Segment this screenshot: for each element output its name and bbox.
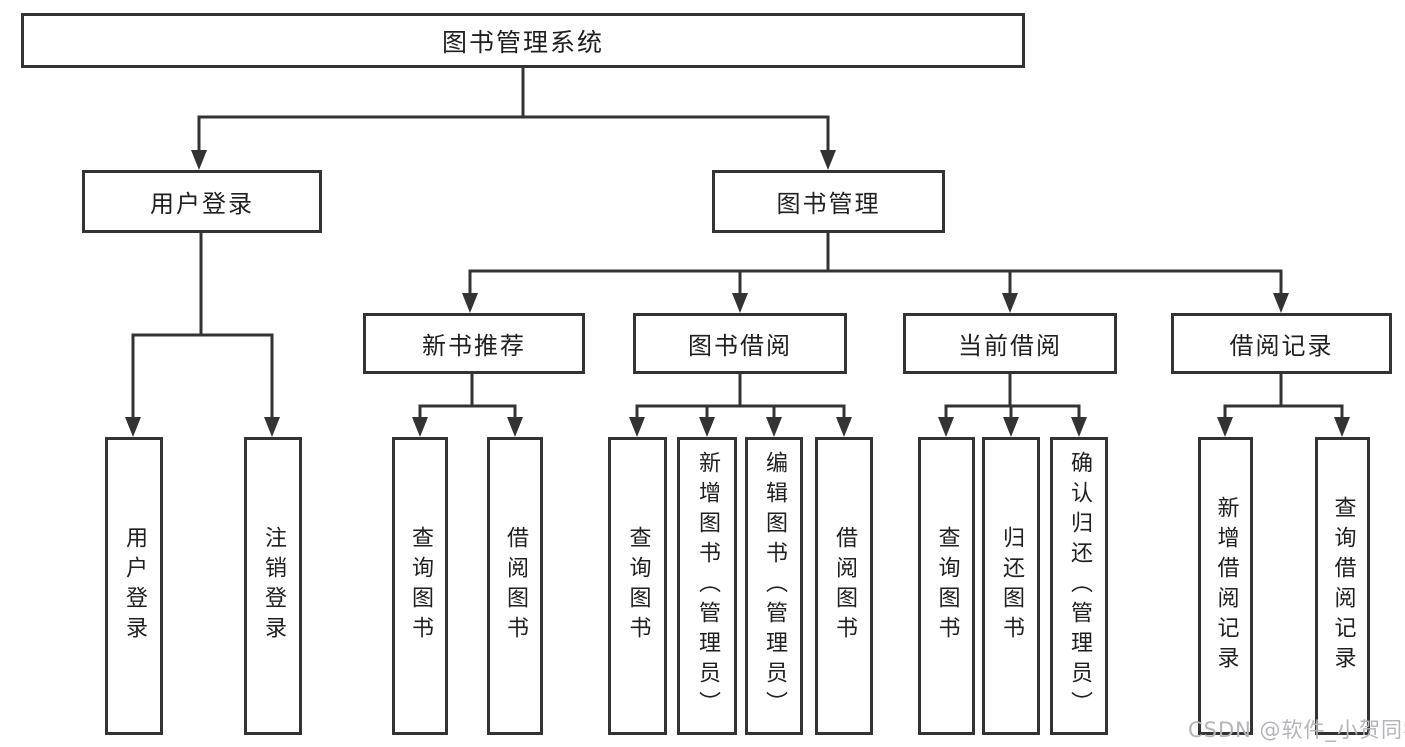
leaf-confirm-return-admin: 确认归还（管理员） bbox=[1050, 437, 1108, 735]
leaf-borrow-query-books-label: 查询图书 bbox=[625, 526, 651, 646]
leaf-return-books: 归还图书 bbox=[982, 437, 1040, 735]
leaf-user-login: 用户登录 bbox=[105, 437, 163, 735]
node-new-book-recommend-label: 新书推荐 bbox=[422, 332, 526, 360]
leaf-add-books-admin: 新增图书（管理员） bbox=[677, 437, 737, 735]
leaf-edit-books-admin: 编辑图书（管理员） bbox=[745, 437, 803, 735]
leaf-newbook-query-books: 查询图书 bbox=[392, 437, 448, 735]
node-borrow-records: 借阅记录 bbox=[1171, 313, 1392, 374]
leaf-logout-label: 注销登录 bbox=[261, 526, 286, 646]
node-root-label: 图书管理系统 bbox=[441, 27, 604, 57]
leaf-newbook-query-books-label: 查询图书 bbox=[408, 526, 433, 646]
leaf-add-borrow-record: 新增借阅记录 bbox=[1198, 437, 1253, 735]
leaf-newbook-borrow-books: 借阅图书 bbox=[487, 437, 543, 735]
leaf-add-borrow-record-label: 新增借阅记录 bbox=[1213, 496, 1239, 676]
node-book-management: 图书管理 bbox=[712, 170, 945, 233]
node-book-management-label: 图书管理 bbox=[776, 190, 881, 218]
leaf-borrow-query-books: 查询图书 bbox=[608, 437, 667, 735]
leaf-current-query-books: 查询图书 bbox=[918, 437, 975, 735]
node-book-borrow: 图书借阅 bbox=[633, 313, 847, 374]
leaf-borrow-books-label: 借阅图书 bbox=[832, 526, 857, 646]
node-borrow-records-label: 借阅记录 bbox=[1229, 332, 1334, 360]
leaf-confirm-return-admin-label: 确认归还（管理员） bbox=[1067, 451, 1092, 721]
node-new-book-recommend: 新书推荐 bbox=[363, 313, 585, 374]
leaf-newbook-borrow-books-label: 借阅图书 bbox=[503, 526, 528, 646]
node-root: 图书管理系统 bbox=[21, 13, 1025, 68]
leaf-user-login-label: 用户登录 bbox=[122, 526, 147, 646]
leaf-borrow-books: 借阅图书 bbox=[815, 437, 873, 735]
leaf-query-borrow-record-label: 查询借阅记录 bbox=[1330, 496, 1356, 676]
leaf-logout: 注销登录 bbox=[244, 437, 302, 735]
leaf-add-books-admin-label: 新增图书（管理员） bbox=[695, 451, 720, 721]
leaf-query-borrow-record: 查询借阅记录 bbox=[1315, 437, 1370, 735]
leaf-current-query-books-label: 查询图书 bbox=[934, 526, 960, 646]
node-current-borrow: 当前借阅 bbox=[903, 313, 1117, 374]
node-user-login-label: 用户登录 bbox=[150, 190, 254, 218]
csdn-watermark: CSDN @软件_小贺同学 bbox=[1188, 718, 1405, 742]
node-book-borrow-label: 图书借阅 bbox=[688, 332, 792, 360]
leaf-return-books-label: 归还图书 bbox=[999, 526, 1024, 646]
arrowheads bbox=[125, 150, 1350, 437]
node-current-borrow-label: 当前借阅 bbox=[958, 332, 1062, 360]
node-user-login: 用户登录 bbox=[82, 170, 322, 233]
leaf-edit-books-admin-label: 编辑图书（管理员） bbox=[762, 451, 787, 721]
